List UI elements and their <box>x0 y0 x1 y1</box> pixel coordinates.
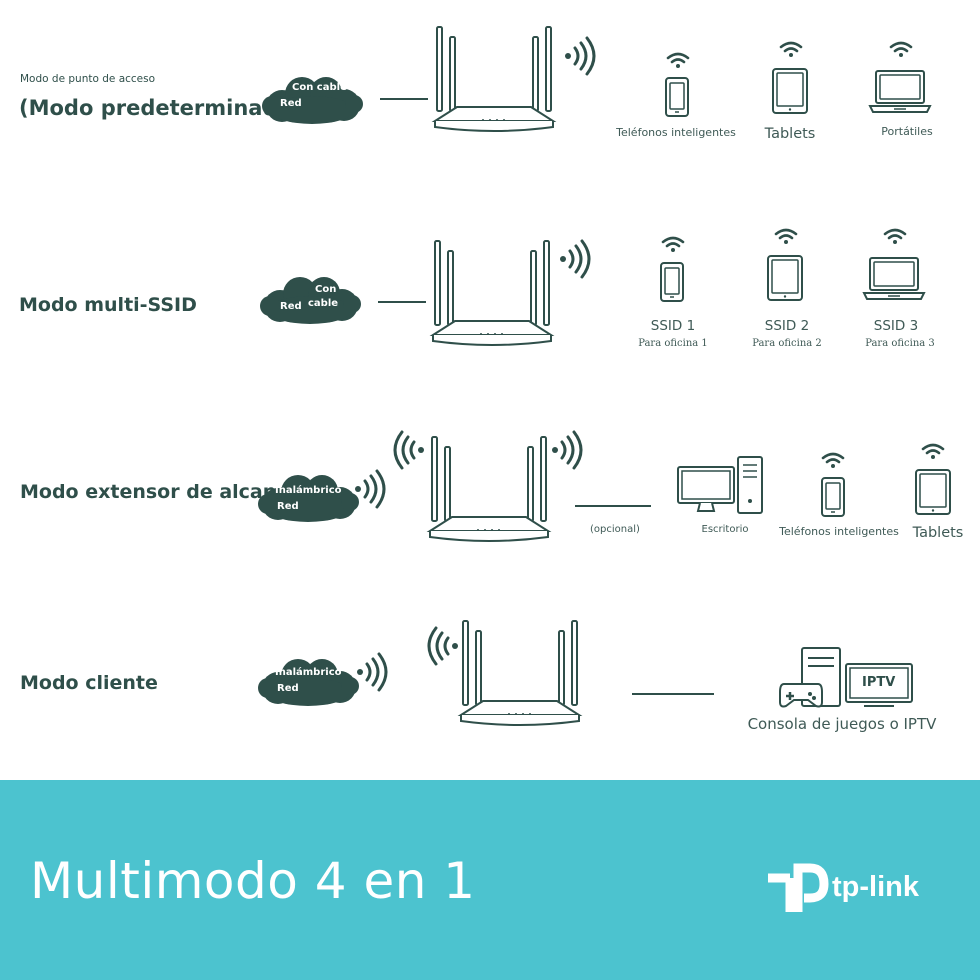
signal-wave-icon <box>393 430 426 470</box>
multi-ssid-cloud-line2b: cable <box>308 298 339 309</box>
cloud-icon <box>258 659 359 706</box>
wifi-icon <box>774 228 798 246</box>
ssid-3-sub: Para oficina 3 <box>865 338 935 349</box>
ap-device-phones: Teléfonos inteligentes <box>616 126 736 139</box>
footer-banner <box>0 780 980 980</box>
extender-optional-label: (opcional) <box>590 524 640 535</box>
wifi-icon <box>889 41 913 59</box>
client-mode-title: Modo cliente <box>20 672 158 694</box>
iptv-screen-label: IPTV <box>862 675 896 690</box>
phone-icon <box>821 477 845 517</box>
multi-ssid-mode-title: Modo multi-SSID <box>19 294 197 316</box>
router-icon <box>460 620 580 726</box>
signal-wave-icon <box>558 239 591 279</box>
wifi-icon <box>821 452 845 470</box>
client-cloud-line1: Inalámbrico <box>275 667 342 678</box>
router-icon <box>434 26 554 132</box>
ssid-1-sub: Para oficina 1 <box>638 338 708 349</box>
tp-link-brand: tp-link <box>832 871 919 903</box>
tablet-icon <box>915 469 951 515</box>
tp-link-logo-icon <box>768 863 829 912</box>
wifi-icon <box>779 41 803 59</box>
wired-link-line <box>632 693 714 695</box>
ap-mode-title: (Modo predeterminado) <box>19 96 302 120</box>
ap-device-tablets: Tablets <box>764 126 816 142</box>
ap-device-laptops: Portátiles <box>881 125 933 138</box>
signal-wave-icon <box>355 652 388 692</box>
wifi-icon <box>921 443 945 461</box>
optional-link-line <box>575 505 651 507</box>
ap-cloud-line1: Con cable <box>292 82 347 93</box>
extender-cloud-line1: Inalámbrico <box>275 485 342 496</box>
signal-wave-icon <box>550 430 583 470</box>
laptop-icon <box>863 257 925 300</box>
multi-ssid-cloud-line1: Con <box>315 284 337 295</box>
cloud-icon <box>258 475 359 522</box>
ssid-1-label: SSID 1 <box>650 318 696 334</box>
footer-title: Multimodo 4 en 1 <box>30 852 476 910</box>
wired-link-line <box>380 98 428 100</box>
game-console-icon <box>779 647 841 708</box>
ap-cloud-line2: Red <box>280 98 302 109</box>
wired-link-line <box>378 301 426 303</box>
phone-icon <box>665 77 689 117</box>
router-icon <box>432 240 552 346</box>
ssid-2-sub: Para oficina 2 <box>752 338 822 349</box>
wifi-icon <box>661 236 685 254</box>
wifi-icon <box>666 52 690 70</box>
multi-ssid-cloud-line2a: Red <box>280 301 302 312</box>
tablet-icon <box>767 255 803 301</box>
laptop-icon <box>869 70 931 113</box>
signal-wave-icon <box>427 626 460 666</box>
router-icon <box>429 436 549 542</box>
wifi-icon <box>883 228 907 246</box>
extender-mode-title: Modo extensor de alcance <box>20 481 301 503</box>
client-device-label: Consola de juegos o IPTV <box>747 715 937 733</box>
signal-wave-icon <box>563 36 596 76</box>
tv-icon <box>845 663 913 707</box>
ssid-3-label: SSID 3 <box>873 318 919 334</box>
signal-wave-icon <box>353 469 386 509</box>
extender-device-phones: Teléfonos inteligentes <box>779 525 899 538</box>
extender-cloud-line2: Red <box>277 501 299 512</box>
tablet-icon <box>772 68 808 114</box>
desktop-icon <box>677 456 763 514</box>
extender-device-tablets: Tablets <box>912 525 964 541</box>
ssid-2-label: SSID 2 <box>764 318 810 334</box>
client-cloud-line2: Red <box>277 683 299 694</box>
phone-icon <box>660 262 684 302</box>
ap-mode-subtitle: Modo de punto de acceso <box>20 73 156 85</box>
extender-device-desktop: Escritorio <box>701 524 749 535</box>
